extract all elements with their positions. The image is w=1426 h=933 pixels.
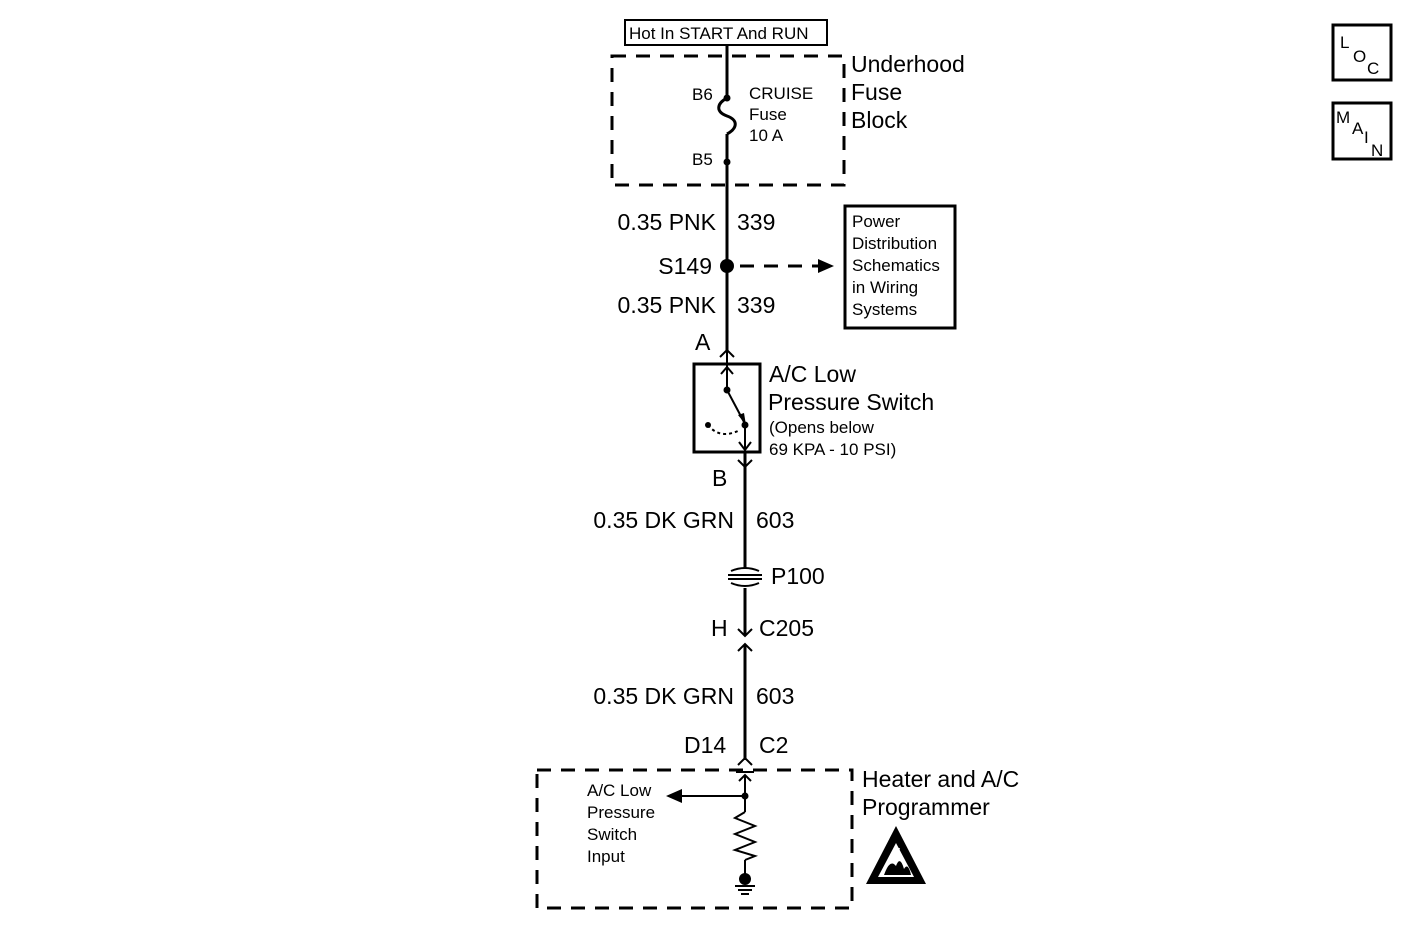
pull-down-resistor-icon bbox=[731, 811, 759, 861]
input-label-3: Switch bbox=[587, 825, 637, 844]
switch-pin-b: B bbox=[712, 465, 727, 491]
connector-a-chevron bbox=[719, 348, 735, 358]
c2-name: C2 bbox=[759, 732, 788, 758]
switch-open-arc bbox=[707, 424, 741, 435]
wire-lower-2-circuit: 603 bbox=[756, 683, 794, 709]
loc-letter-1: L bbox=[1340, 33, 1349, 52]
p100-top-arc bbox=[730, 567, 760, 572]
main-letter-2: A bbox=[1352, 119, 1364, 138]
esd-warning-icon bbox=[866, 826, 926, 884]
switch-title-1: A/C Low bbox=[769, 361, 856, 387]
fuse-block-title-1: Underhood bbox=[851, 51, 965, 77]
splice-s149-dot bbox=[720, 259, 734, 273]
switch-pin-a: A bbox=[695, 329, 711, 355]
switch-up-arrow bbox=[720, 365, 734, 375]
reference-line-4: in Wiring bbox=[852, 278, 918, 297]
wire-upper-1-gauge: 0.35 PNK bbox=[618, 209, 717, 235]
fuse-label-1: CRUISE bbox=[749, 84, 813, 103]
reference-line-3: Schematics bbox=[852, 256, 940, 275]
loc-letter-2: O bbox=[1353, 47, 1366, 66]
arrow-right-icon bbox=[818, 259, 834, 273]
reference-line-2: Distribution bbox=[852, 234, 937, 253]
wire-lower-1-gauge: 0.35 DK GRN bbox=[593, 507, 734, 533]
loc-button[interactable]: L O C bbox=[1331, 23, 1393, 82]
fuse-block-outline bbox=[610, 54, 846, 187]
programmer-title-2: Programmer bbox=[862, 794, 990, 820]
fuse-icon bbox=[717, 96, 737, 136]
power-distribution-reference-box[interactable]: Power Distribution Schematics in Wiring … bbox=[843, 204, 957, 330]
c205-chevron-top bbox=[737, 628, 753, 638]
power-source-text: Hot In START And RUN bbox=[629, 24, 809, 43]
p100-bottom-arc bbox=[730, 582, 760, 587]
input-label-1: A/C Low bbox=[587, 781, 652, 800]
programmer-outline bbox=[535, 768, 854, 910]
c205-pin: H bbox=[711, 615, 728, 641]
reference-line-1: Power bbox=[852, 212, 901, 231]
fuse-pin-b5: B5 bbox=[692, 150, 713, 169]
fuse-label-3: 10 A bbox=[749, 126, 784, 145]
splice-s149-label: S149 bbox=[658, 253, 712, 279]
programmer-title-1: Heater and A/C bbox=[862, 766, 1019, 792]
wire-lower-1-circuit: 603 bbox=[756, 507, 794, 533]
main-letter-1: M bbox=[1336, 108, 1350, 127]
switch-title-2: Pressure Switch bbox=[768, 389, 934, 415]
fuse-block-title-3: Block bbox=[851, 107, 908, 133]
main-letter-4: N bbox=[1371, 141, 1383, 160]
wire-upper-2-circuit: 339 bbox=[737, 292, 775, 318]
c2-pin: D14 bbox=[684, 732, 726, 758]
c2-chevron bbox=[737, 756, 753, 766]
fuse-label-2: Fuse bbox=[749, 105, 787, 124]
loc-letter-3: C bbox=[1367, 59, 1379, 78]
p100-label: P100 bbox=[771, 563, 825, 589]
c205-name: C205 bbox=[759, 615, 814, 641]
input-label-4: Input bbox=[587, 847, 625, 866]
wire-upper-1-circuit: 339 bbox=[737, 209, 775, 235]
fuse-pin-b6: B6 bbox=[692, 85, 713, 104]
arrow-left-icon bbox=[666, 789, 682, 803]
power-source-label: Hot In START And RUN bbox=[624, 19, 828, 46]
switch-note-1: (Opens below bbox=[769, 418, 875, 437]
switch-note-2: 69 KPA - 10 PSI) bbox=[769, 440, 896, 459]
wire-upper-2-gauge: 0.35 PNK bbox=[618, 292, 717, 318]
fuse-block-title-2: Fuse bbox=[851, 79, 902, 105]
switch-down-arrow bbox=[738, 441, 752, 452]
input-label-2: Pressure bbox=[587, 803, 655, 822]
reference-line-5: Systems bbox=[852, 300, 917, 319]
main-letter-3: I bbox=[1364, 128, 1369, 147]
ground-icon bbox=[735, 873, 755, 895]
main-button[interactable]: M A I N bbox=[1331, 101, 1393, 161]
wire-lower-2-gauge: 0.35 DK GRN bbox=[593, 683, 734, 709]
